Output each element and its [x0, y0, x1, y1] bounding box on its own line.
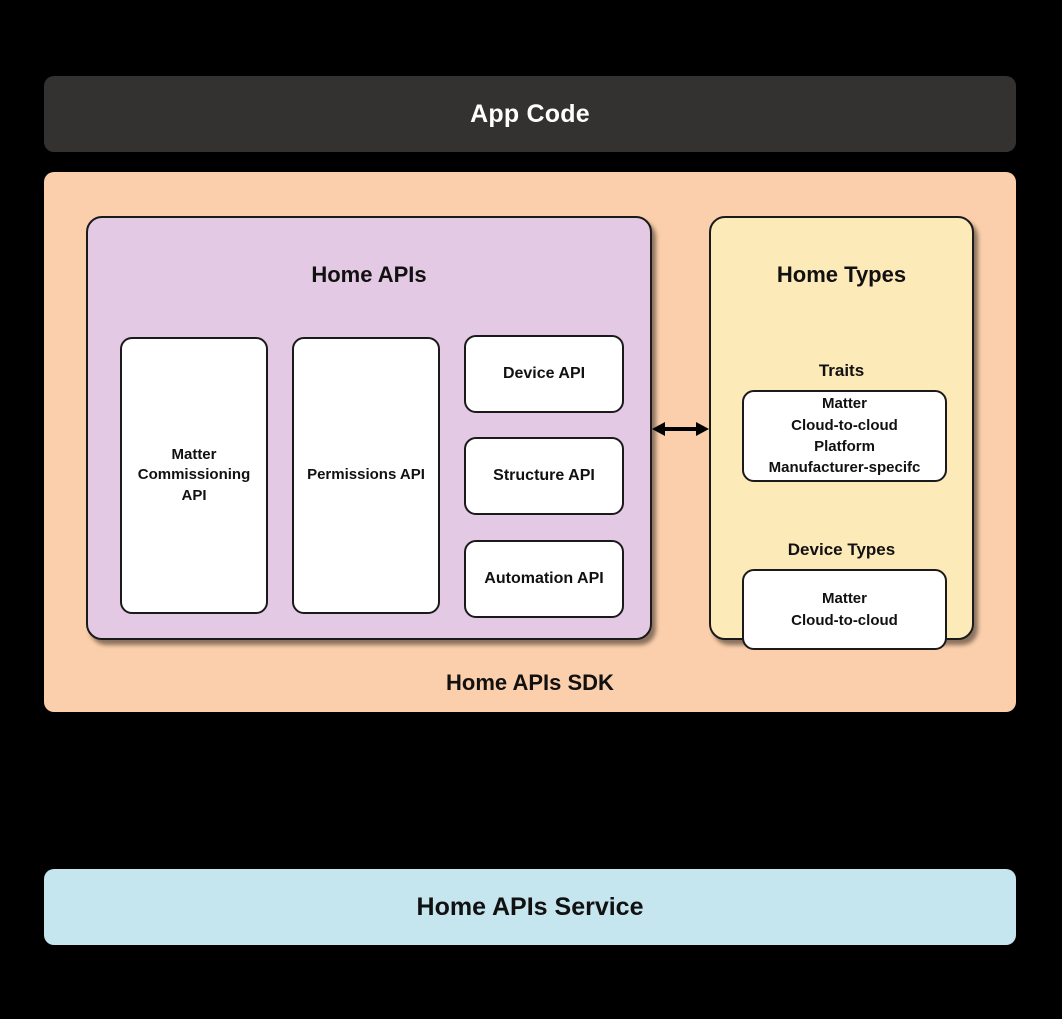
home-types-title: Home Types	[776, 262, 907, 287]
traits-box: Matter Cloud-to-cloud Platform Manufactu…	[742, 390, 947, 482]
permissions-api-label: Permissions API	[307, 466, 425, 484]
permissions-api-box: Permissions API	[292, 337, 440, 614]
matter-commissioning-api-box: Matter Commissioning API	[120, 337, 268, 614]
home-apis-service-bar: Home APIs Service	[44, 869, 1016, 945]
bidirectional-arrow-icon	[652, 422, 709, 436]
home-apis-service-label: Home APIs Service	[416, 892, 644, 921]
device-types-heading: Device Types	[787, 540, 896, 559]
device-types-box: Matter Cloud-to-cloud	[742, 569, 947, 650]
device-types-box-label: Matter Cloud-to-cloud	[791, 590, 898, 629]
device-api-box: Device API	[464, 335, 624, 413]
home-apis-sdk-label: Home APIs SDK	[446, 670, 614, 695]
structure-api-label: Structure API	[493, 467, 595, 485]
home-apis-panel: Home APIs Matter Commissioning API Permi…	[86, 216, 652, 640]
home-apis-sdk-container: Home APIs Matter Commissioning API Permi…	[44, 172, 1016, 712]
traits-heading: Traits	[818, 361, 865, 380]
automation-api-label: Automation API	[484, 570, 604, 588]
device-api-label: Device API	[502, 365, 586, 383]
home-types-panel: Home Types Traits Matter Cloud-to-cloud …	[709, 216, 974, 650]
matter-commissioning-api-label: Matter Commissioning API	[137, 446, 251, 504]
home-apis-title: Home APIs	[311, 262, 427, 287]
app-code-label: App Code	[470, 99, 590, 128]
structure-api-box: Structure API	[464, 437, 624, 515]
app-code-bar: App Code	[44, 76, 1016, 152]
automation-api-box: Automation API	[464, 540, 624, 618]
traits-box-label: Matter Cloud-to-cloud Platform Manufactu…	[768, 395, 921, 477]
